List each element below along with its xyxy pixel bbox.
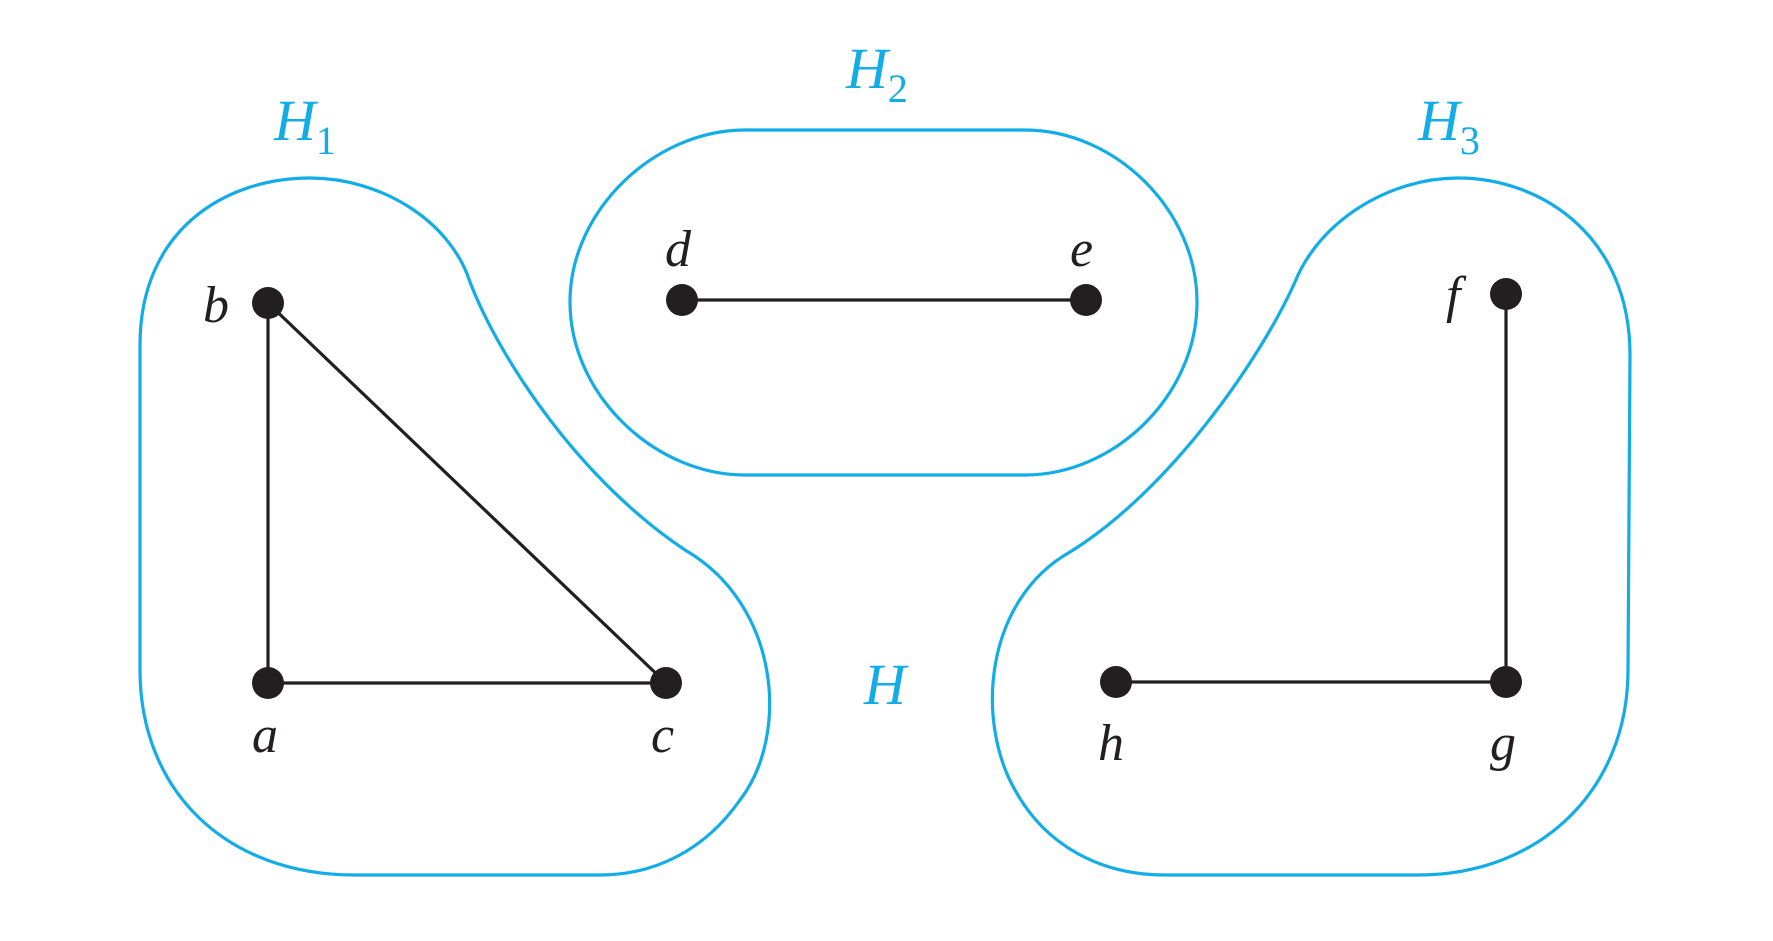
vertex-label-h: h [1098,715,1124,772]
vertex-label-g: g [1490,715,1516,772]
vertex-g [1490,666,1522,698]
vertex-label-f: f [1446,267,1467,324]
component-label-h1: H1 [273,88,336,163]
graph-label-h: H [863,652,909,717]
vertex-e [1070,284,1102,316]
component-h3-region [990,176,1632,877]
vertex-c [650,667,682,699]
vertex-d [666,284,698,316]
component-h2-subscript: 2 [888,66,908,111]
component-h3-subscript: 3 [1460,118,1480,163]
component-h2-region [568,128,1199,477]
vertex-label-c: c [651,707,674,764]
component-label-h2: H2 [845,36,908,111]
vertex-f [1490,278,1522,310]
edge-b-c [266,301,668,685]
vertex-label-e: e [1070,221,1093,278]
vertex-b [252,287,284,319]
vertex-label-d: d [665,221,692,278]
vertex-label-a: a [252,707,278,764]
vertex-a [252,667,284,699]
component-label-h3: H3 [1417,88,1480,163]
vertex-h [1100,666,1132,698]
component-h3-letter: H [1417,88,1463,153]
component-h2-letter: H [845,36,891,101]
component-h1-region [138,176,772,877]
vertex-label-b: b [203,277,229,334]
component-h1-letter: H [273,88,319,153]
component-h1-subscript: 1 [316,118,336,163]
